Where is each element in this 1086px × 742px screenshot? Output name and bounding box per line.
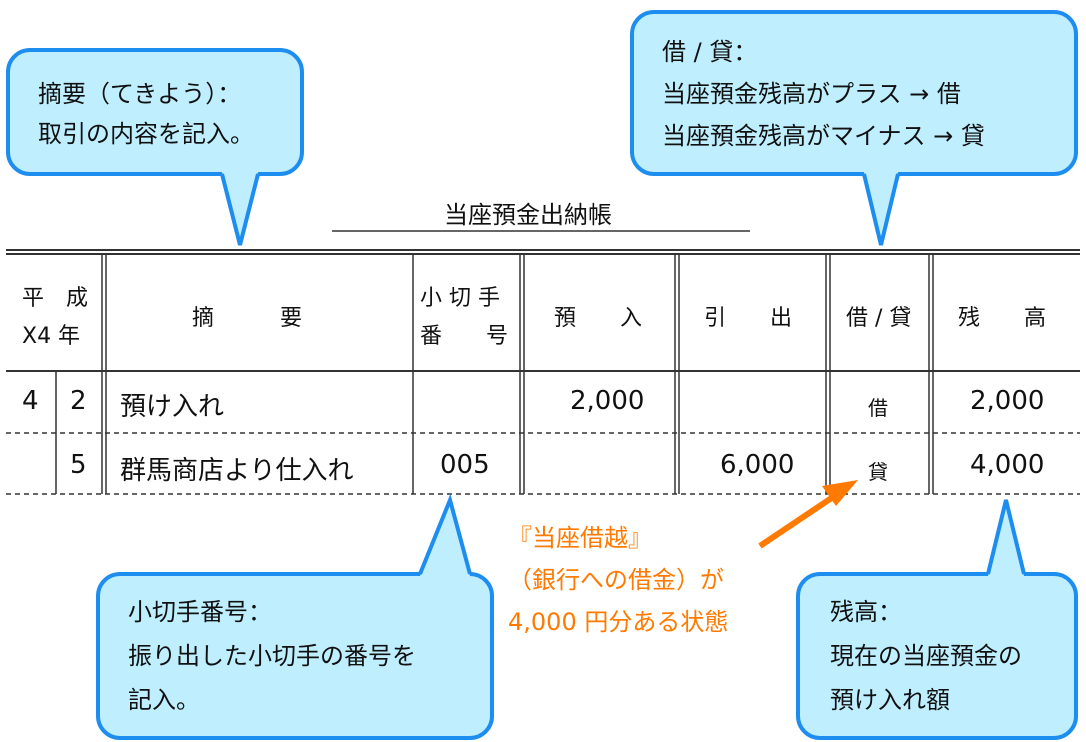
row2-summary: 群馬商店より仕入れ — [120, 456, 354, 486]
callout-summary-line2: 取引の内容を記入。 — [38, 120, 254, 148]
header-summary: 摘 要 — [192, 306, 303, 331]
callout-balance-line3: 預け入れ額 — [830, 686, 950, 714]
row1-balance: 2,000 — [970, 386, 1045, 416]
header-drcr: 借 / 貸 — [846, 306, 912, 331]
row2-check-no: 005 — [440, 450, 490, 480]
header-year: X4 年 — [22, 324, 81, 349]
row2-day: 5 — [70, 450, 87, 480]
callout-summary: 摘要（てきよう）： 取引の内容を記入。 — [6, 48, 304, 176]
callout-balance-line1: 残高： — [830, 598, 902, 626]
note-arrow-line — [758, 492, 838, 549]
header-withdraw: 引 出 — [704, 306, 793, 331]
row1-deposit: 2,000 — [570, 386, 645, 416]
callout-check: 小切手番号： 振り出した小切手の番号を 記入。 — [96, 572, 494, 740]
ledger-title: 当座預金出納帳 — [444, 201, 612, 229]
note-line3: 4,000 円分ある状態 — [508, 608, 729, 636]
note-line2: （銀行への借金）が — [508, 566, 724, 594]
callout-check-line3: 記入。 — [128, 686, 200, 714]
row1-summary: 預け入れ — [120, 392, 225, 422]
note-arrow-head — [822, 480, 858, 506]
row1-drcr: 借 — [868, 396, 888, 420]
note-line1: 『当座借越』 — [508, 524, 652, 552]
row1-month: 4 — [22, 386, 39, 416]
callout-balance: 残高： 現在の当座預金の 預け入れ額 — [796, 572, 1078, 740]
callout-drcr-line2: 当座預金残高がプラス → 借 — [662, 80, 961, 108]
callout-drcr-line3: 当座預金残高がマイナス → 貸 — [662, 122, 985, 150]
callout-summary-line1: 摘要（てきよう）： — [38, 80, 242, 108]
header-balance: 残 高 — [958, 306, 1047, 331]
callout-balance-line2: 現在の当座預金の — [830, 642, 1022, 670]
header-heisei: 平 成 — [22, 286, 89, 311]
header-check-line2: 番 号 — [420, 324, 509, 349]
row2-balance: 4,000 — [970, 450, 1045, 480]
callout-drcr: 借 / 貸： 当座預金残高がプラス → 借 当座預金残高がマイナス → 貸 — [630, 10, 1078, 176]
row2-withdraw: 6,000 — [720, 450, 795, 480]
callout-drcr-line1: 借 / 貸： — [662, 38, 758, 66]
callout-check-line1: 小切手番号： — [128, 598, 272, 626]
header-check-line1: 小 切 手 — [420, 286, 500, 311]
header-deposit: 預 入 — [554, 306, 643, 331]
row1-day: 2 — [70, 386, 87, 416]
callout-check-line2: 振り出した小切手の番号を — [128, 642, 416, 670]
row2-drcr: 貸 — [868, 460, 888, 484]
